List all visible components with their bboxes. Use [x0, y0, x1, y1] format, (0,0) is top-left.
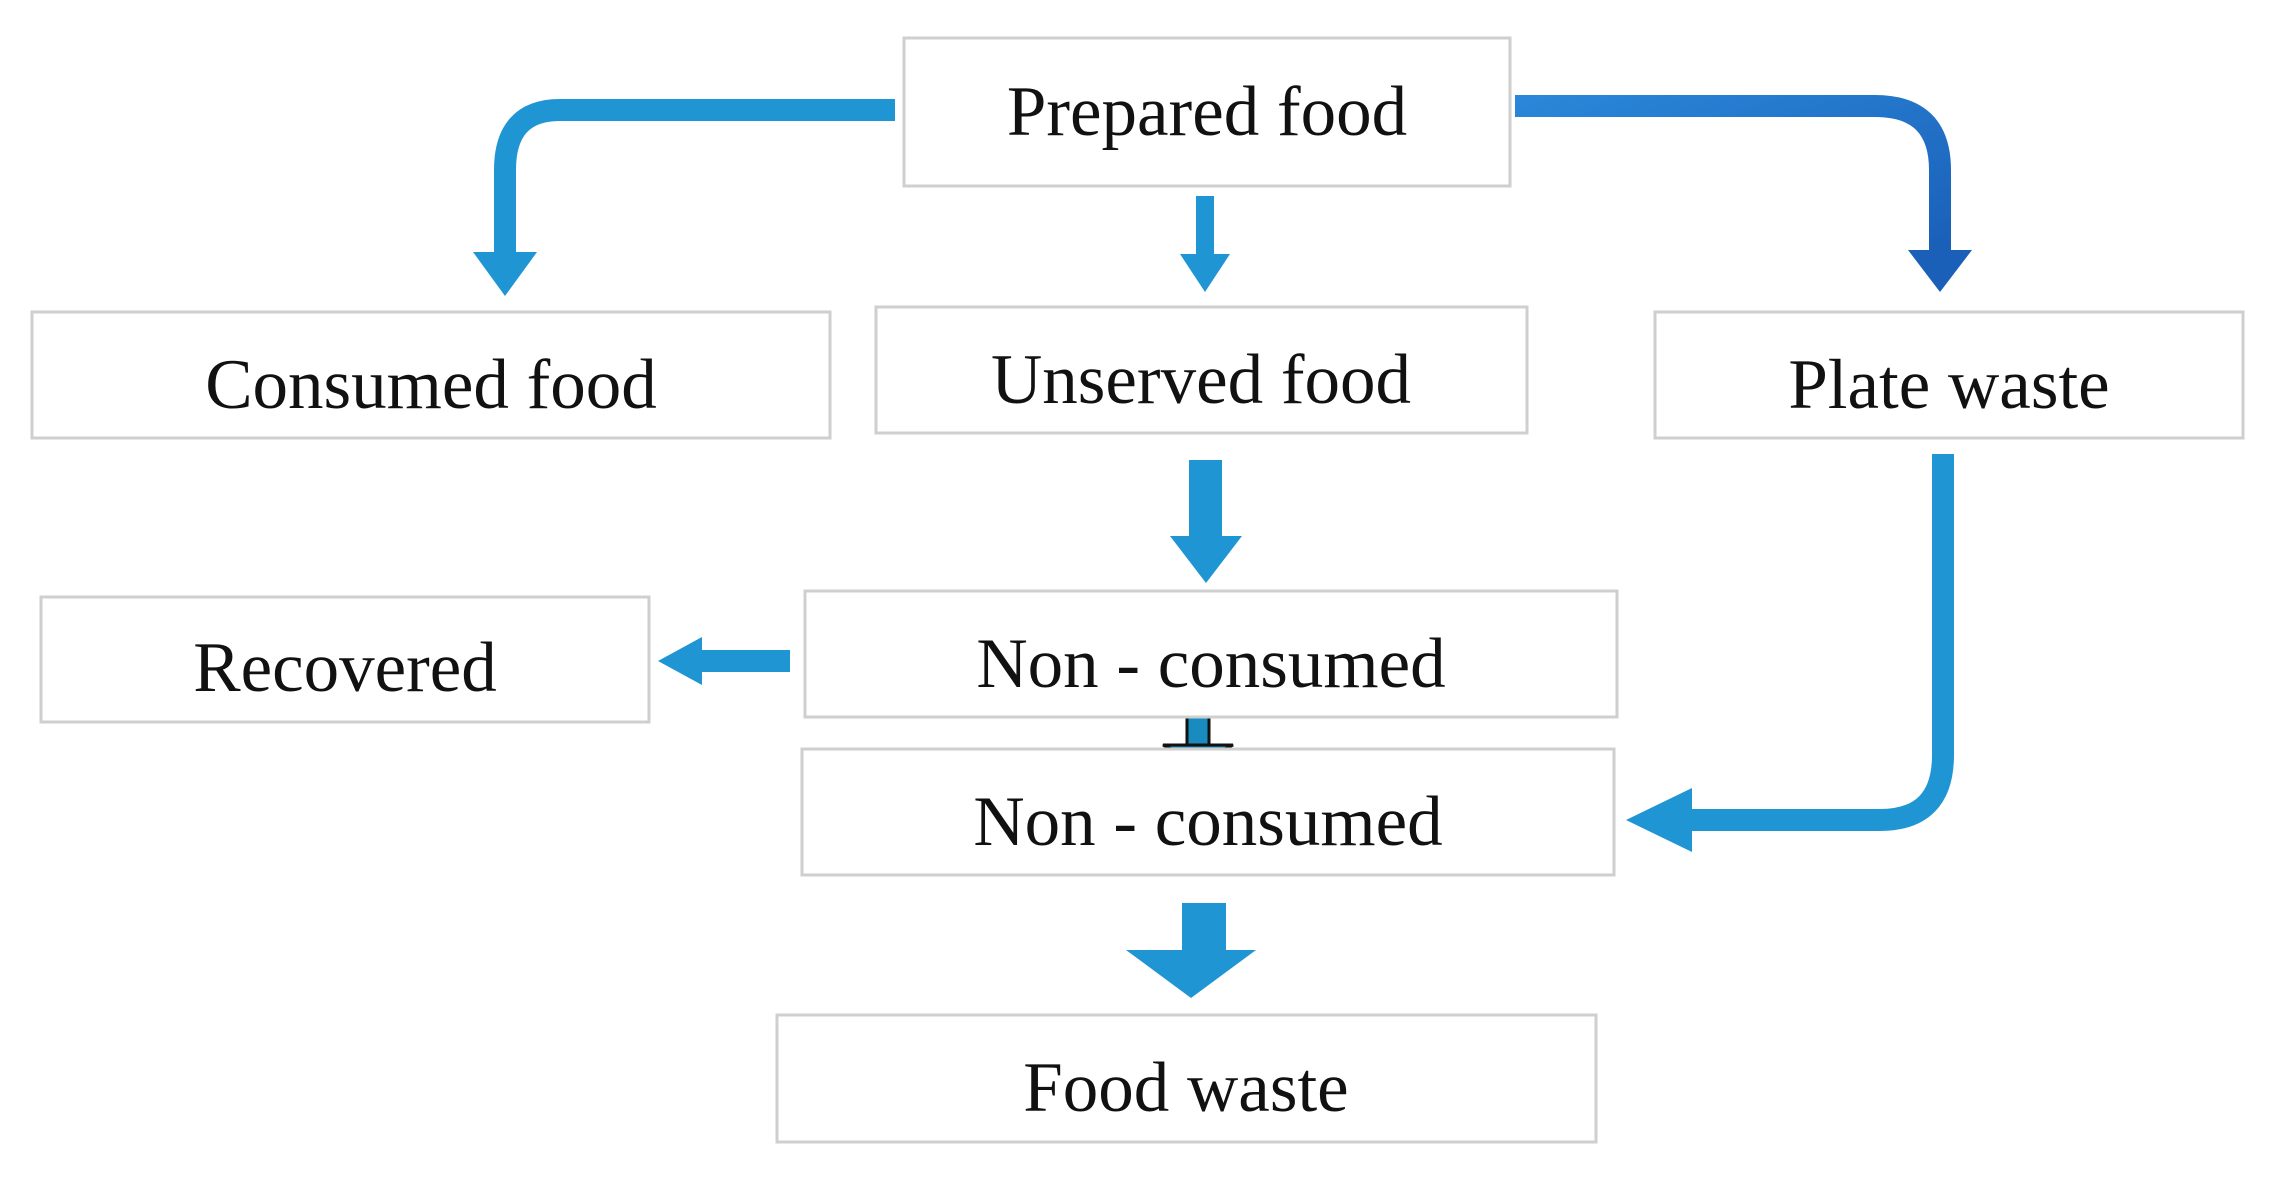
arrow-plate-to-nonconsumed — [1680, 454, 1954, 831]
label-non-consumed-1: Non - consumed — [976, 625, 1445, 703]
box-food-waste: Food waste — [775, 1013, 1598, 1144]
label-consumed-food: Consumed food — [205, 346, 657, 424]
box-prepared-food: Prepared food — [902, 36, 1512, 188]
box-non-consumed-2: Non - consumed — [800, 747, 1616, 877]
arrow-head-nonconsumed-1 — [1170, 536, 1242, 583]
box-consumed-food: Consumed food — [30, 310, 832, 440]
label-plate-waste: Plate waste — [1788, 346, 2109, 424]
label-food-waste: Food waste — [1023, 1049, 1348, 1127]
box-non-consumed-1: Non - consumed — [803, 589, 1619, 719]
arrows — [473, 95, 1972, 998]
arrow-unserved-to-nonconsumed — [1189, 460, 1222, 540]
arrow-nonconsumed-to-foodwaste — [1182, 903, 1226, 953]
arrow-nonconsumed-to-recovered — [698, 650, 790, 672]
arrow-head-consumed — [473, 252, 537, 296]
label-recovered: Recovered — [193, 629, 497, 707]
arrow-head-nonconsumed-2 — [1626, 788, 1692, 852]
arrow-prepared-to-plate — [1515, 95, 1951, 252]
label-unserved-food: Unserved food — [991, 341, 1411, 419]
box-plate-waste: Plate waste — [1653, 310, 2245, 440]
arrow-head-recovered — [658, 637, 702, 685]
arrow-head-foodwaste — [1126, 950, 1256, 998]
arrow-head-unserved — [1180, 254, 1230, 292]
label-prepared-food: Prepared food — [1007, 73, 1407, 151]
label-non-consumed-2: Non - consumed — [973, 783, 1442, 861]
box-recovered: Recovered — [39, 595, 651, 724]
box-unserved-food: Unserved food — [874, 305, 1529, 435]
arrow-prepared-to-unserved — [1196, 196, 1214, 258]
arrow-head-plate — [1908, 250, 1972, 292]
arrow-prepared-to-consumed — [494, 99, 895, 258]
